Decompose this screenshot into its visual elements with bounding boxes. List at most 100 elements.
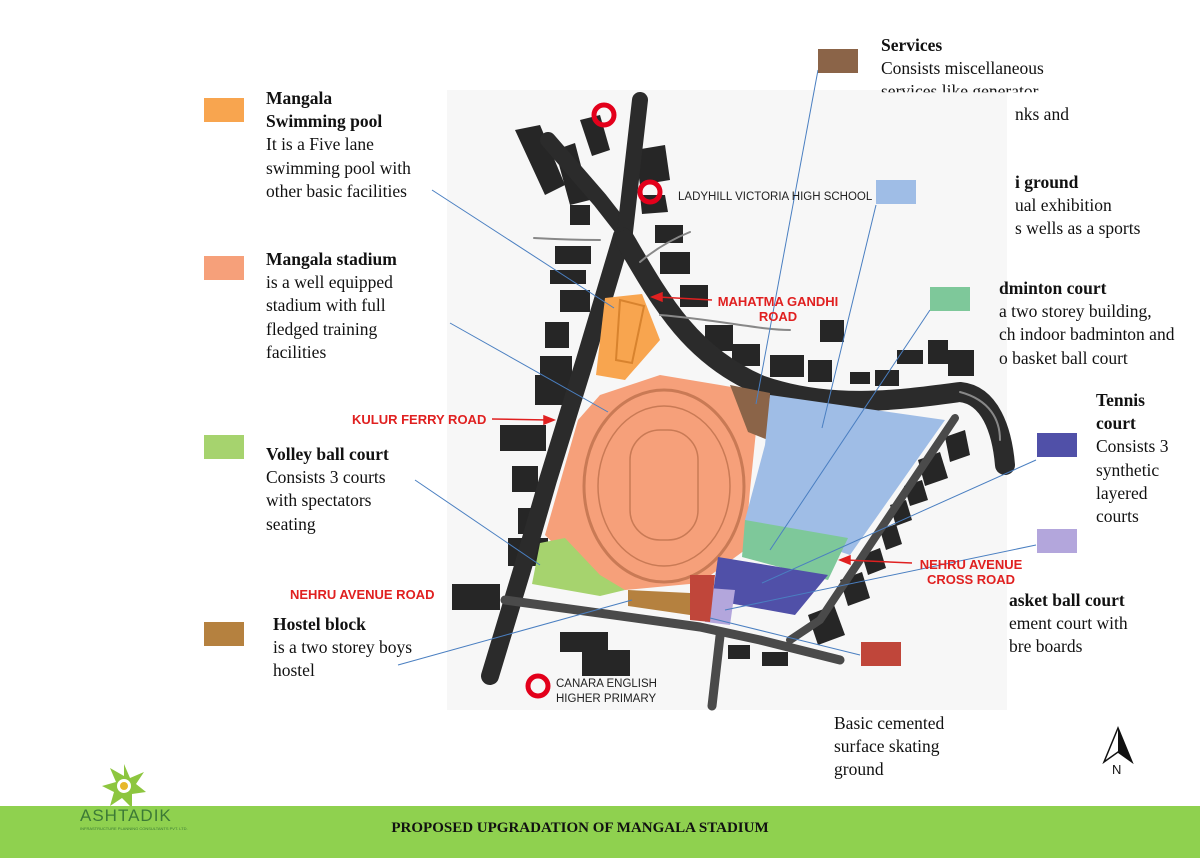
legend-line: s wells as a sports <box>1015 218 1141 239</box>
legend-text-volleyball: Volley ball court Consists 3 courts with… <box>266 443 389 536</box>
legend-line: Consists 3 courts <box>266 467 386 488</box>
running-track-outer <box>582 388 746 584</box>
volleyball-zone <box>532 538 625 596</box>
road-label-line: NEHRU AVENUE <box>919 557 1023 572</box>
exhibition-ground-zone <box>745 395 945 555</box>
legend-line: a two storey building, <box>999 301 1152 322</box>
legend-text-tennis: Tennis court Consists 3 synthetic layere… <box>1096 389 1168 528</box>
legend-title: Tennis <box>1096 390 1145 410</box>
swimming-pool-zone <box>596 294 660 380</box>
legend-swatch-swimming <box>204 98 244 122</box>
legend-text-skating: Basic cemented surface skating ground <box>834 712 944 782</box>
legend-text-services: Services Consists miscellaneous <box>881 34 1044 80</box>
location-markers <box>525 102 663 699</box>
footer-bar <box>0 806 1200 858</box>
legend-line: fledged training <box>266 318 378 339</box>
legend-title: i ground <box>1015 172 1079 192</box>
legend-text-swimming: Mangala Swimming pool It is a Five lane … <box>266 87 411 203</box>
legend-line: layered <box>1096 482 1148 503</box>
logo-tagline: INFRASTRUCTURE PLANNING CONSULTANTS PVT.… <box>80 826 188 831</box>
legend-swatch-ground <box>876 180 916 204</box>
legend-text-services-clipped: services like generator <box>881 80 1039 101</box>
marker-icon <box>525 673 551 699</box>
badminton-zone <box>742 520 848 580</box>
legend-title: Mangala stadium <box>266 249 397 269</box>
marker-icon <box>637 179 663 205</box>
running-track-inner <box>597 405 731 567</box>
road-arrows <box>491 291 913 566</box>
place-label-line: CANARA ENGLISH <box>556 678 657 690</box>
legend-line: synthetic <box>1096 459 1160 480</box>
legend-line: It is a Five lane <box>266 134 374 155</box>
legend-line: Consists miscellaneous <box>881 58 1044 79</box>
swimming-pool-outline <box>614 298 646 365</box>
legend-line: Basic cemented <box>834 713 945 733</box>
legend-line: swimming pool with <box>266 157 411 178</box>
legend-swatch-tennis <box>1037 433 1077 457</box>
north-label: N <box>1112 762 1122 777</box>
road-label-line: CROSS ROAD <box>926 572 1016 587</box>
legend-line: courts <box>1096 506 1139 527</box>
legend-line: with spectators <box>266 490 372 511</box>
legend-line: hostel <box>273 660 315 681</box>
road-label-kulur: KULUR FERRY ROAD <box>352 412 487 427</box>
buildings <box>452 115 974 676</box>
legend-title: Services <box>881 35 943 55</box>
legend-line: ement court with <box>1009 613 1128 634</box>
legend-swatch-hostel <box>204 622 244 646</box>
legend-line: is a well equipped <box>266 272 393 293</box>
legend-text-hostel: Hostel block is a two storey boys hostel <box>273 613 412 683</box>
legend-line: facilities <box>266 341 327 362</box>
marker-icon <box>591 102 617 128</box>
legend-line: stadium with full <box>266 295 386 316</box>
legend-line: ual exhibition <box>1015 195 1112 216</box>
legend-line: ch indoor badminton and <box>999 324 1175 345</box>
logo-name: ASHTADIK <box>80 806 172 825</box>
legend-title: Volley ball court <box>266 444 389 464</box>
legend-line: services like generator <box>881 81 1039 101</box>
legend-line: other basic facilities <box>266 180 407 201</box>
legend-line: bre boards <box>1009 636 1083 657</box>
legend-title: asket ball court <box>1009 590 1125 610</box>
legend-line: Consists 3 <box>1096 436 1169 457</box>
place-label-line: HIGHER PRIMARY <box>556 693 657 705</box>
legend-swatch-basketball <box>1037 529 1077 553</box>
hostel-zone <box>628 590 690 615</box>
legend-swatch-volleyball <box>204 435 244 459</box>
legend-text-ground: i ground ual exhibition s wells as a spo… <box>1015 171 1140 241</box>
legend-line: o basket ball court <box>999 347 1128 368</box>
legend-line: nks and <box>1015 104 1069 124</box>
legend-text-badminton: dminton court a two storey building, ch … <box>999 277 1174 370</box>
legend-title: court <box>1096 413 1136 434</box>
legend-line: seating <box>266 513 316 534</box>
north-arrow-icon <box>1102 726 1134 765</box>
roads <box>481 92 1015 711</box>
legend-title: Mangala <box>266 88 333 108</box>
legend-text-stadium: Mangala stadium is a well equipped stadi… <box>266 248 397 364</box>
services-zone <box>730 385 770 440</box>
legend-text-basketball: asket ball court ement court with bre bo… <box>1009 589 1128 659</box>
legend-swatch-badminton <box>930 287 970 311</box>
footer-title: PROPOSED UPGRADATION OF MANGALA STADIUM <box>391 820 769 836</box>
leader-lines <box>397 69 1037 666</box>
legend-swatch-skating <box>861 642 901 666</box>
legend-line: surface skating <box>834 736 940 757</box>
logo-icon <box>102 764 146 808</box>
road-label-nehru-avenue: NEHRU AVENUE ROAD <box>290 587 435 602</box>
road-label-line: ROAD <box>758 309 798 324</box>
road-label-mg-road: MAHATMA GANDHI ROAD <box>712 294 844 324</box>
legend-title: dminton court <box>999 278 1107 298</box>
legend-title: Hostel block <box>273 614 366 634</box>
place-label-ladyhill: LADYHILL VICTORIA HIGH SCHOOL <box>678 191 873 203</box>
field <box>629 429 699 541</box>
legend-line: is a two storey boys <box>273 637 413 658</box>
road-label-nehru-cross: NEHRU AVENUE CROSS ROAD <box>912 557 1030 587</box>
place-label-canara: CANARA ENGLISH HIGHER PRIMARY <box>556 677 657 707</box>
legend-swatch-stadium <box>204 256 244 280</box>
tennis-zone <box>712 557 828 615</box>
skating-zone <box>690 575 715 622</box>
legend-line: ground <box>834 759 884 780</box>
legend-text-services-tail: nks and <box>1015 103 1069 126</box>
legend-swatch-services <box>818 49 858 73</box>
